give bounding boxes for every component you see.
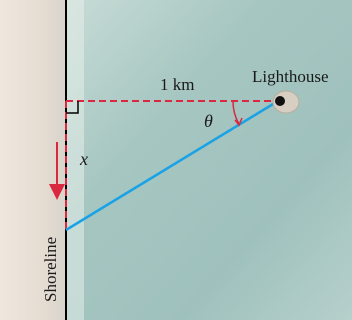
lighthouse-label: Lighthouse (252, 67, 329, 86)
angle-arc-arrowhead (234, 117, 243, 127)
angle-label: θ (204, 111, 213, 131)
x-label: x (79, 149, 88, 169)
shore-foam (66, 0, 84, 320)
angle-arc (232, 100, 240, 125)
lighthouse-dot (275, 96, 285, 106)
beach-area (0, 0, 66, 320)
right-angle-marker (66, 101, 79, 114)
water-area (66, 0, 352, 320)
light-beam-line (65, 99, 279, 232)
distance-label: 1 km (160, 75, 194, 94)
shoreline-label: Shoreline (41, 237, 60, 302)
